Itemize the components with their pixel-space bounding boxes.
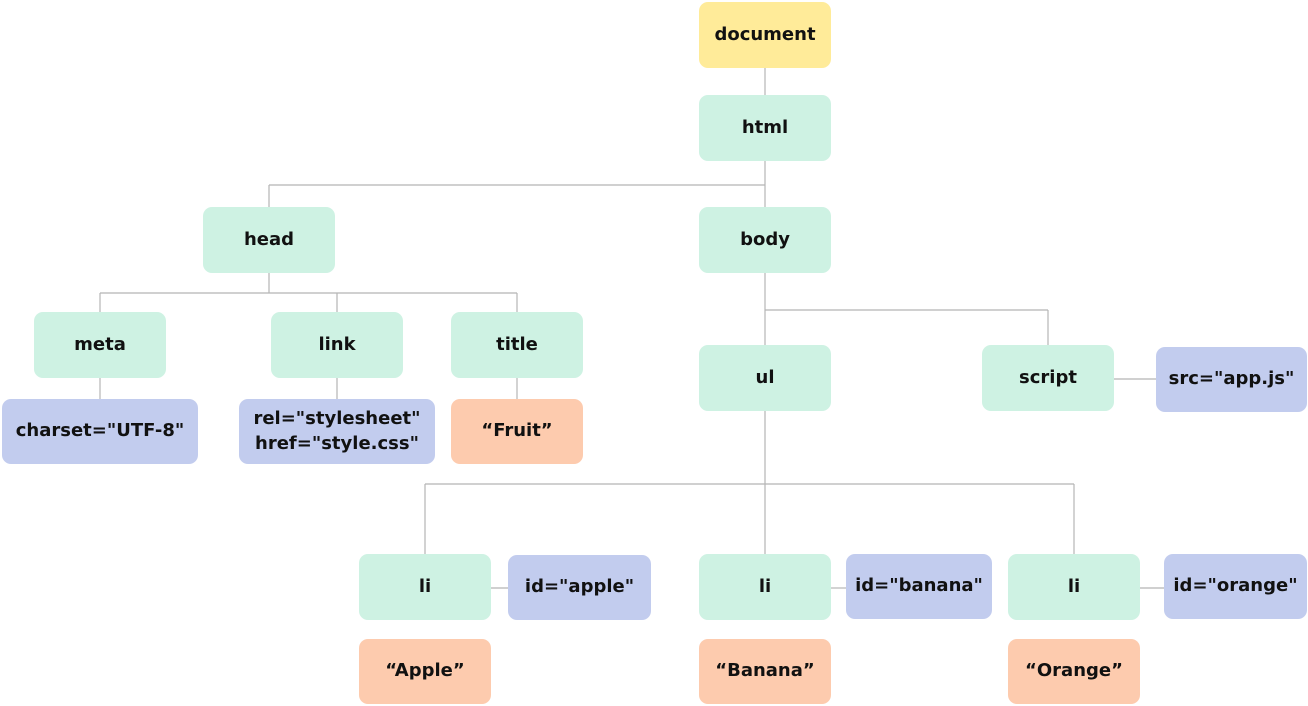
node-ul: ul [699,345,831,411]
link-rel-attr: rel="stylesheet" [253,408,421,430]
node-meta: meta [34,312,166,378]
node-link: link [271,312,403,378]
node-text-apple: “Apple” [359,639,491,704]
node-text-banana: “Banana” [699,639,831,704]
node-link-attrs: rel="stylesheet" href="style.css" [239,399,435,464]
node-script-src-attr: src="app.js" [1156,347,1307,412]
node-meta-charset-attr: charset="UTF-8" [2,399,198,464]
node-li-apple: li [359,554,491,620]
node-text-orange: “Orange” [1008,639,1140,704]
link-href-attr: href="style.css" [255,432,419,454]
node-title: title [451,312,583,378]
node-id-banana-attr: id="banana" [846,554,992,619]
node-script: script [982,345,1114,411]
node-id-orange-attr: id="orange" [1164,554,1307,619]
node-li-orange: li [1008,554,1140,620]
node-head: head [203,207,335,273]
node-li-banana: li [699,554,831,620]
node-body: body [699,207,831,273]
node-title-text: “Fruit” [451,399,583,464]
node-html: html [699,95,831,161]
node-id-apple-attr: id="apple" [508,555,651,620]
node-document: document [699,2,831,68]
